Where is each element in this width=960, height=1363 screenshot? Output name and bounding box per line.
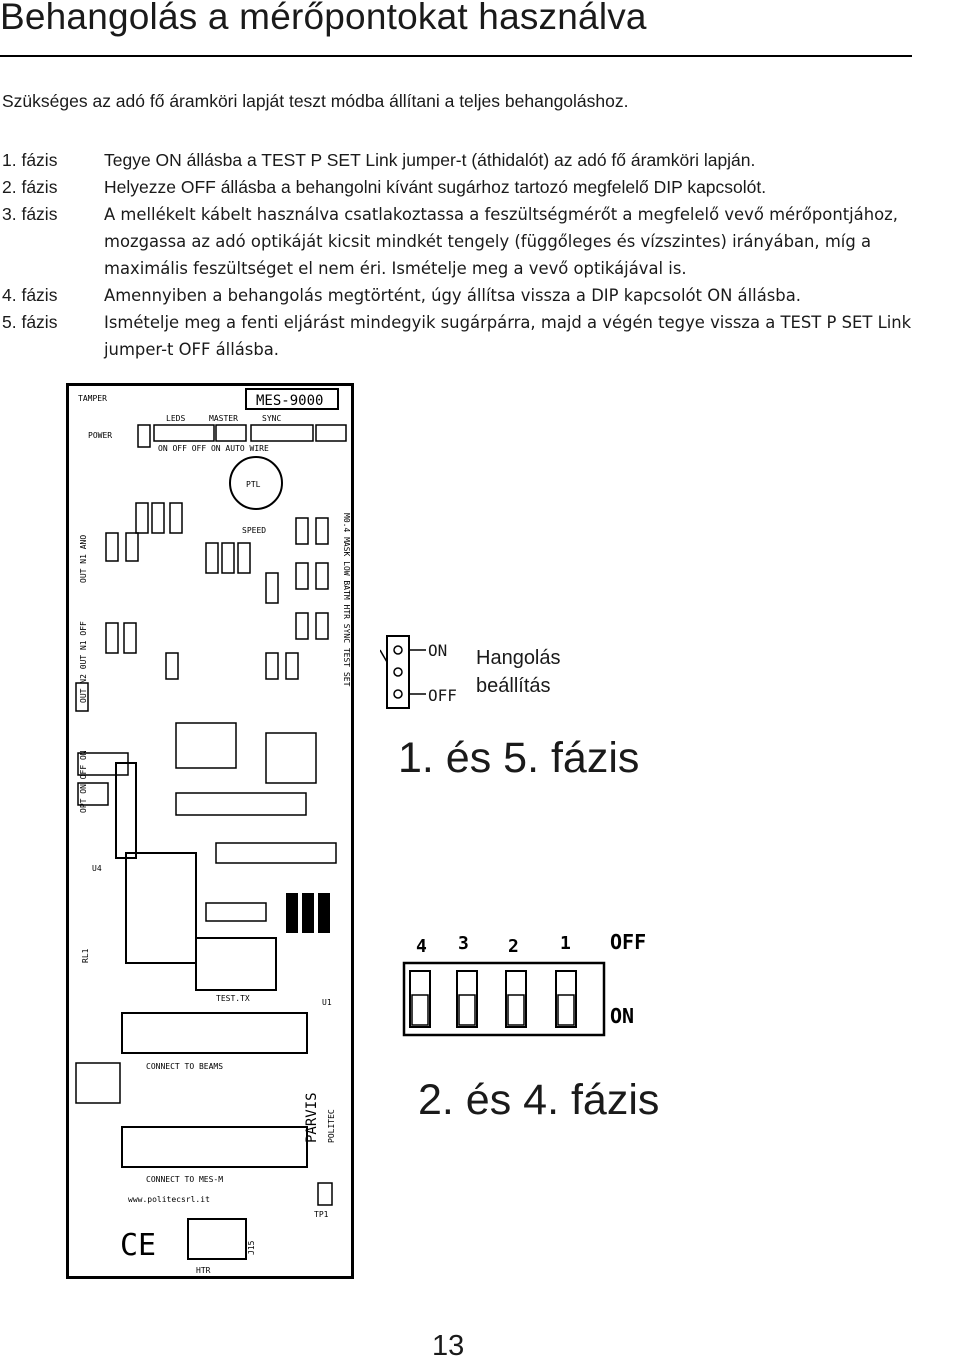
- politec-label: POLITEC: [327, 1109, 336, 1143]
- phase-2-4-label: 2. és 4. fázis: [418, 1076, 660, 1124]
- ptl-label: PTL: [246, 480, 261, 489]
- step-5: 5. fázis Ismételje meg a fenti eljárást …: [0, 309, 960, 363]
- tuning-line-2: beállítás: [476, 675, 551, 697]
- page-title: Behangolás a mérőpontokat használva: [0, 0, 647, 37]
- circuit-board-diagram: TAMPER MES-9000 LEDS MASTER SYNC POWER O…: [66, 383, 354, 1279]
- step-text: Ismételje meg a fenti eljárást mindegyik…: [104, 313, 912, 359]
- step-number: 5. fázis: [2, 312, 58, 332]
- page-number: 13: [432, 1330, 465, 1362]
- tamper-label: TAMPER: [78, 394, 107, 403]
- test-tx-label: TEST.TX: [216, 994, 250, 1003]
- svg-text:OUT N1 ANO: OUT N1 ANO: [79, 535, 88, 583]
- step-text: Tegye ON állásba a TEST P SET Link jumpe…: [104, 150, 756, 170]
- ce-mark: CE: [120, 1228, 156, 1263]
- htr-label: HTR: [196, 1266, 211, 1275]
- speed-label: SPEED: [242, 526, 266, 535]
- u4-label: U4: [92, 864, 102, 873]
- step-number: 1. fázis: [2, 150, 58, 170]
- svg-text:OPT ON OFF ON: OPT ON OFF ON: [79, 750, 88, 813]
- svg-text:OUT N2 0UT N1 OFF: OUT N2 0UT N1 OFF: [79, 621, 88, 703]
- on-off-row-label: ON OFF OFF ON AUTO WIRE: [158, 444, 269, 453]
- intro-text: Szükséges az adó fő áramköri lapját tesz…: [2, 91, 629, 111]
- step-4: 4. fázis Amennyiben a behangolás megtört…: [0, 282, 960, 309]
- power-label: POWER: [88, 431, 112, 440]
- jumper-on-label: ON: [428, 641, 448, 660]
- dip-number-4: 4: [416, 936, 427, 957]
- step-3: 3. fázis A mellékelt kábelt használva cs…: [0, 201, 960, 282]
- dip-on-label: ON: [610, 1004, 634, 1028]
- step-text: Amennyiben a behangolás megtörtént, úgy …: [104, 286, 801, 305]
- step-number: 2. fázis: [2, 177, 58, 197]
- tp1-label: TP1: [314, 1210, 329, 1219]
- j15-label: J15: [247, 1240, 256, 1255]
- tuning-line-1: Hangolás: [476, 647, 561, 669]
- step-2: 2. fázis Helyezze OFF állásba a behangol…: [0, 174, 960, 201]
- dip-number-1: 1: [560, 933, 571, 954]
- step-number: 4. fázis: [2, 285, 58, 305]
- dip-switch-diagram: 4 3 2 1 OFF ON: [402, 930, 646, 1037]
- jumper-diagram: [380, 635, 426, 709]
- tuning-setting-label: Hangolás beállítás: [476, 644, 561, 700]
- step-number: 3. fázis: [2, 204, 58, 224]
- sync-label: SYNC: [262, 414, 281, 423]
- u1-label: U1: [322, 998, 332, 1007]
- title-rule: [0, 55, 912, 57]
- master-label: MASTER: [209, 414, 238, 423]
- connect-mes-label: CONNECT TO MES-M: [146, 1175, 223, 1184]
- steps-list: 1. fázis Tegye ON állásba a TEST P SET L…: [0, 147, 960, 363]
- step-text: A mellékelt kábelt használva csatlakozta…: [104, 205, 898, 278]
- phase-1-5-label: 1. és 5. fázis: [398, 734, 640, 782]
- parvis-label: PARVIS: [304, 1092, 320, 1143]
- dip-number-2: 2: [508, 936, 519, 957]
- dip-number-3: 3: [458, 933, 469, 954]
- rl1-label: RL1: [81, 948, 90, 963]
- website-label: www.politecsrl.it: [128, 1195, 210, 1204]
- model-label: MES-9000: [256, 393, 323, 409]
- svg-text:M0.4 MASK LOW BATM HTR SY: M0.4 MASK LOW BATM HTR SYNC TEST SET: [342, 513, 351, 687]
- leds-label: LEDS: [166, 414, 185, 423]
- dip-off-label: OFF: [610, 930, 646, 954]
- connect-beams-label: CONNECT TO BEAMS: [146, 1062, 223, 1071]
- step-text: Helyezze OFF állásba a behangolni kívánt…: [104, 177, 767, 197]
- jumper-off-label: OFF: [428, 686, 457, 705]
- step-1: 1. fázis Tegye ON állásba a TEST P SET L…: [0, 147, 960, 174]
